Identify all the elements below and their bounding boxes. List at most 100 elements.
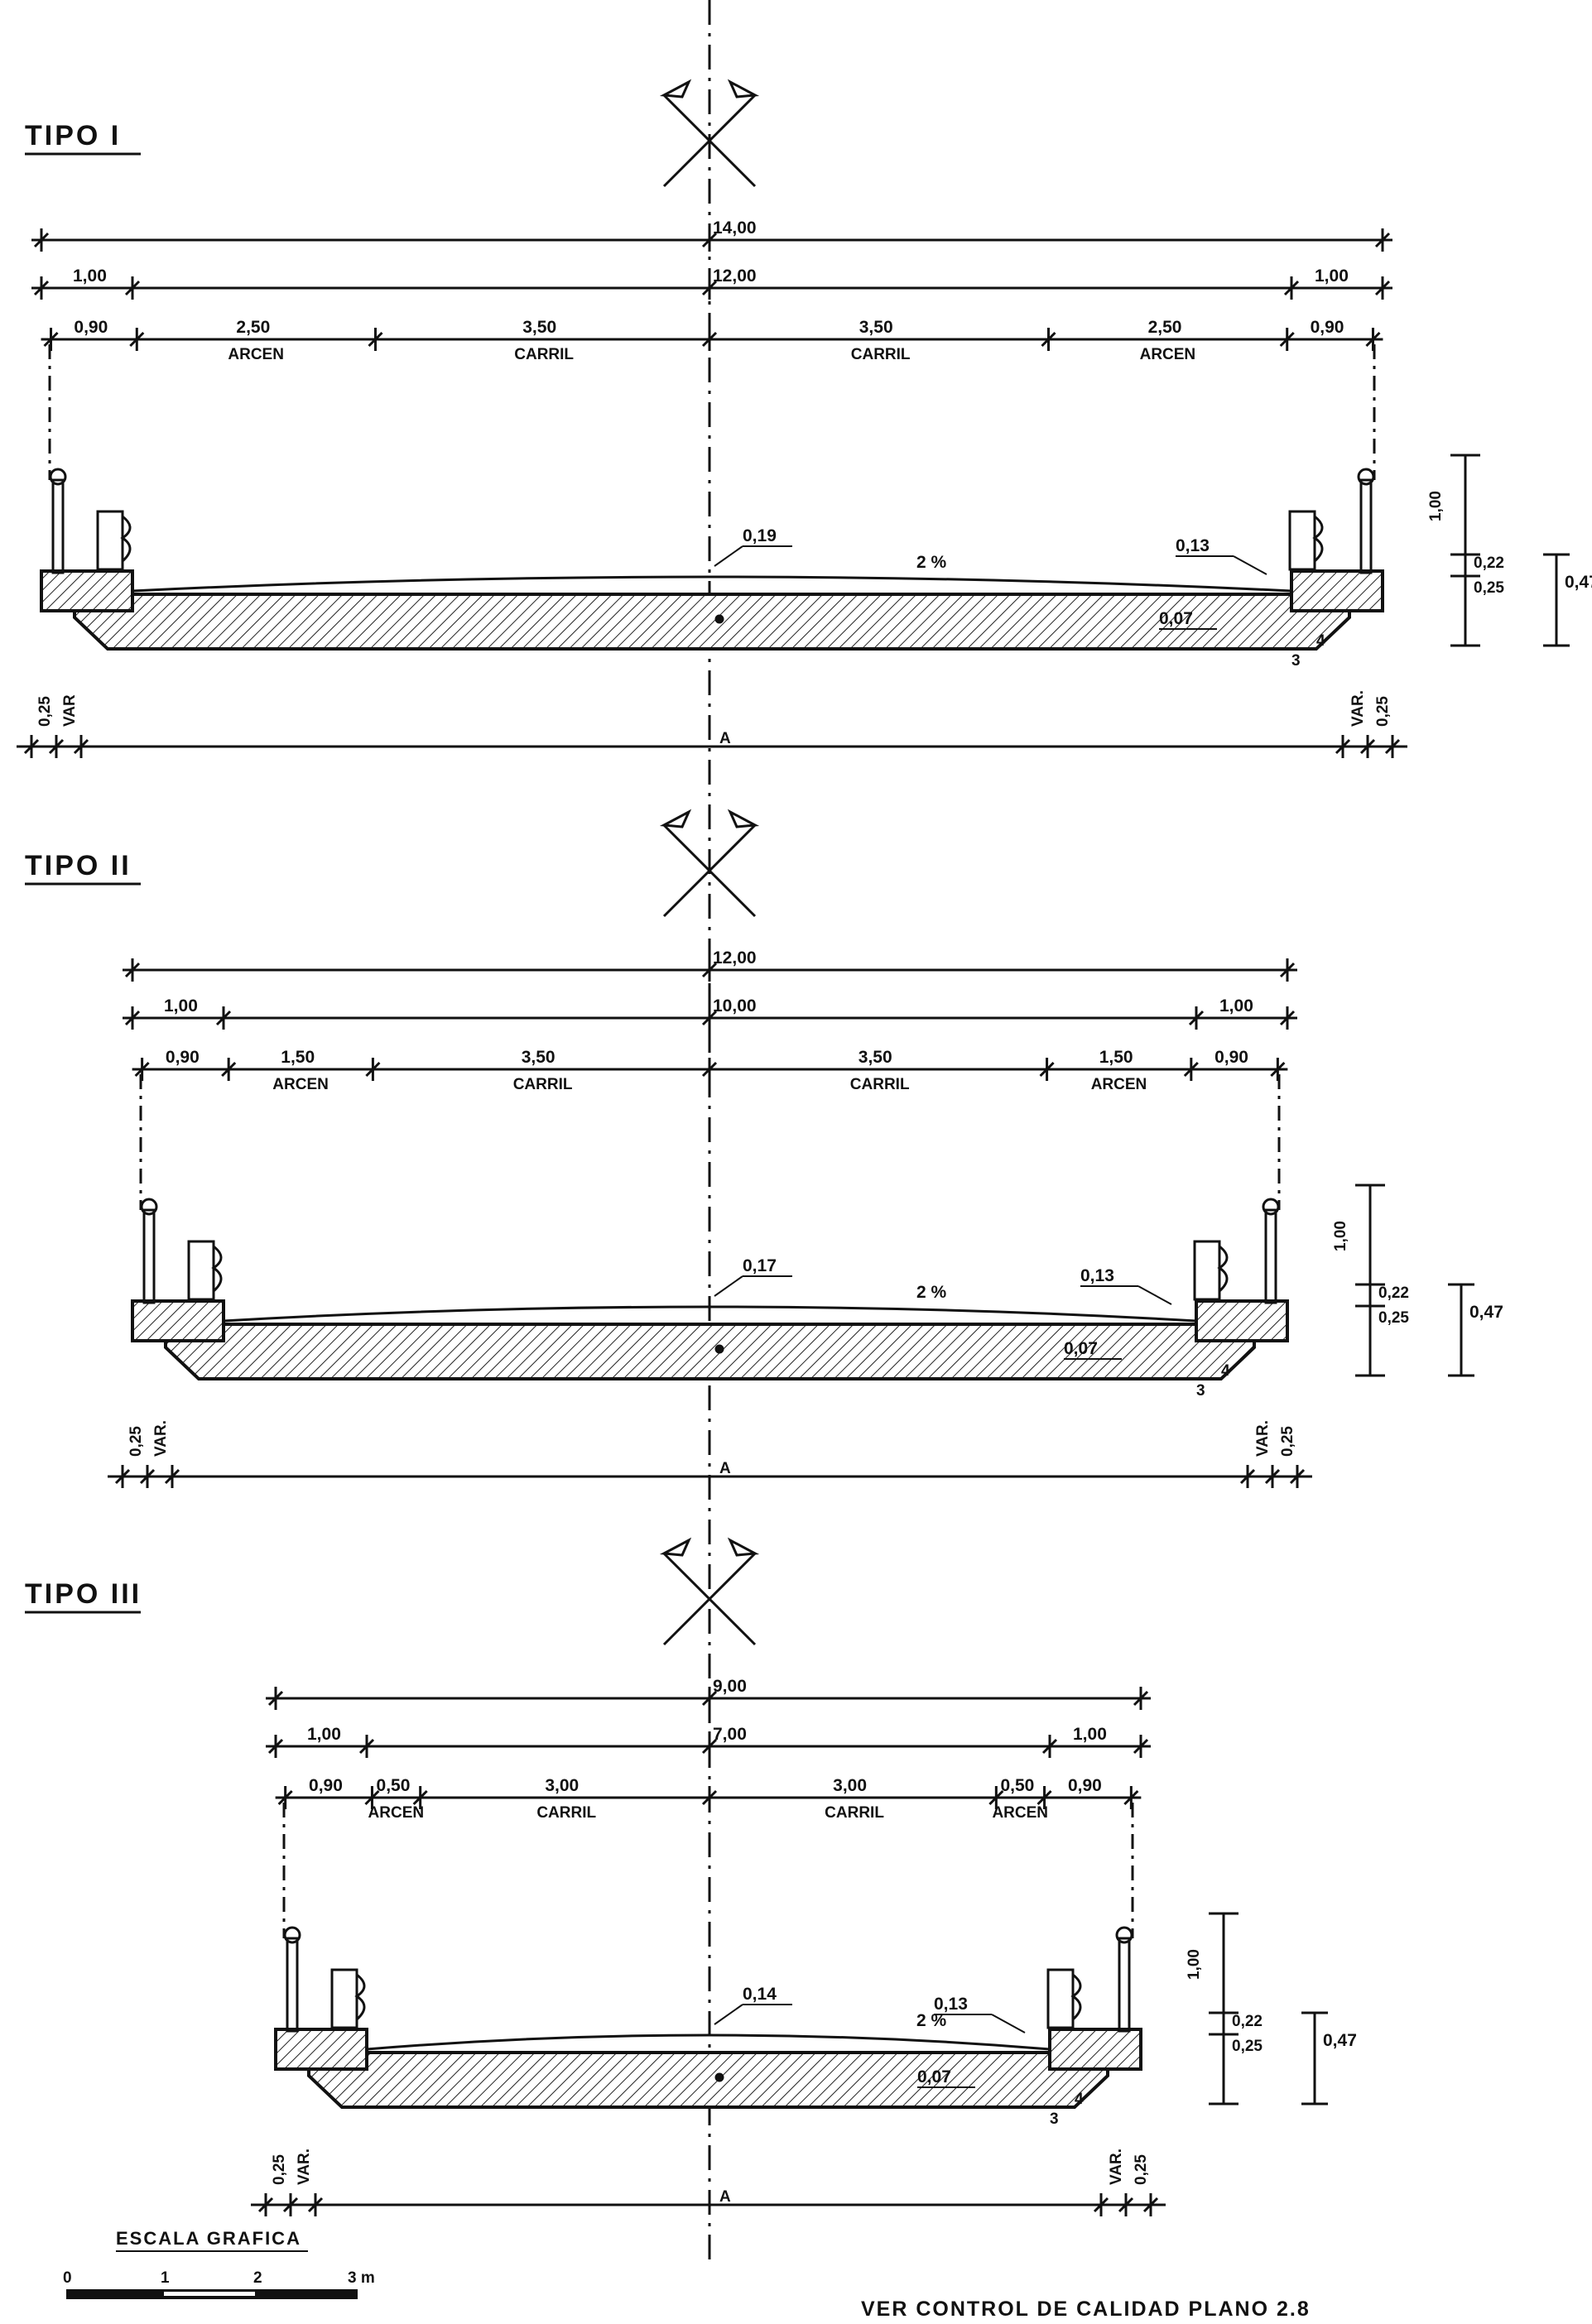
side-dim-right: 1,00 [1315,266,1349,286]
curb-left [40,569,134,612]
rail-height: 1,00 [1332,1221,1349,1251]
overall-dim-value: 9,00 [713,1677,747,1696]
bottom-right-1: VAR. [1349,690,1367,727]
curb-left [131,1299,225,1342]
slab-height: 0,25 [1378,1309,1409,1327]
side-dim-right: 1,00 [1219,996,1253,1016]
railing-right [1264,1208,1277,1304]
strip-dim-3: 3,00 [545,1776,579,1795]
curb-right [1290,569,1384,612]
strip-dim-2: 0,50 [377,1776,411,1795]
strip-dim-4: 3,00 [833,1776,867,1795]
strip-dim-1: 0,90 [166,1048,200,1067]
curb-right [1195,1299,1289,1342]
strip-dim-5: 2,50 [1148,318,1182,337]
slab-edge-thickness: 0,07 [1064,1339,1098,1358]
scale-tick-3: 3 m [348,2269,375,2287]
barrier-left [330,1968,358,2029]
side-dim-left: 1,00 [73,266,107,286]
barrier-left [187,1240,215,1301]
barrier-left [96,510,124,571]
strip-dim-3: 3,50 [522,318,556,337]
slab-height: 0,25 [1232,2038,1263,2055]
strip-dim-6: 0,90 [1068,1776,1102,1795]
inner-dim-value: 12,00 [713,266,757,286]
pavement-crown [132,575,1292,593]
bottom-right-2: 0,25 [1133,2154,1150,2185]
overall-dim-value: 12,00 [713,948,757,968]
strip-dim-4: 3,50 [859,1048,892,1067]
lane-label-1: ARCEN [368,1804,425,1822]
scale-tick-2: 2 [253,2269,262,2287]
strip-dim-2: 1,50 [281,1048,315,1067]
footer-note: VER CONTROL DE CALIDAD PLANO 2.8 [861,2298,1311,2321]
pavement-crown [223,1305,1197,1323]
bottom-left-1: 0,25 [271,2154,288,2185]
curb-left [274,2028,368,2071]
crown-thickness: 0,17 [743,1256,777,1275]
lane-label-1: ARCEN [272,1076,329,1093]
rail-height: 1,00 [1186,1949,1203,1980]
railing-right [1359,478,1373,574]
inner-dim-value: 7,00 [713,1725,747,1744]
strip-dim-2: 2,50 [236,318,270,337]
bottom-left-2: VAR. [296,2149,313,2185]
bottom-right-2: 0,25 [1374,696,1392,727]
strip-dim-5: 0,50 [1000,1776,1034,1795]
railing-left [286,1937,299,2033]
bottom-right-1: VAR. [1254,1420,1272,1457]
crown-thickness: 0,14 [743,1985,777,2004]
curb-right [1048,2028,1142,2071]
taper-b: 4 [1316,632,1325,650]
barrier-right [1046,1968,1075,2029]
scale-bar-gap [164,2292,255,2296]
total-height: 0,47 [1469,1303,1503,1322]
strip-dim-6: 0,90 [1214,1048,1248,1067]
bottom-left-2: VAR [61,694,79,727]
side-dim-right: 1,00 [1073,1725,1107,1744]
taper-b: 4 [1221,1362,1230,1380]
bottom-left-2: VAR. [152,1420,170,1457]
taper-b: 4 [1075,2091,1084,2108]
cross-slope: 2 % [916,2011,947,2030]
inner-dim-value: 10,00 [713,996,757,1016]
side-dim-left: 1,00 [164,996,198,1016]
strip-dim-1: 0,90 [309,1776,343,1795]
rail-height: 1,00 [1427,491,1445,521]
scale-tick-1: 1 [161,2269,170,2287]
total-height: 0,47 [1323,2031,1357,2050]
bottom-right-2: 0,25 [1279,1426,1296,1457]
bottom-center-label: A [719,1460,731,1477]
slab-edge-thickness: 0,07 [917,2067,951,2086]
lane-label-3: CARRIL [851,346,911,363]
strip-dim-6: 0,90 [1311,318,1344,337]
lane-label-3: CARRIL [825,1804,884,1822]
railing-right [1118,1937,1131,2033]
bottom-center-label: A [719,2188,731,2206]
strip-dim-4: 3,50 [859,318,893,337]
overall-dim-value: 14,00 [713,218,757,238]
slab-edge-thickness: 0,07 [1159,609,1193,628]
strip-dim-5: 1,50 [1099,1048,1133,1067]
lane-label-4: ARCEN [992,1804,1048,1822]
curb-height: 0,22 [1232,2013,1263,2030]
lane-label-4: ARCEN [1091,1076,1147,1093]
railing-left [51,478,65,574]
barrier-right [1193,1240,1221,1301]
lane-label-2: CARRIL [514,346,574,363]
strip-dim-1: 0,90 [74,318,108,337]
barrier-right [1288,510,1316,571]
slab-height: 0,25 [1474,579,1504,597]
bottom-left-1: 0,25 [127,1426,145,1457]
curb-height: 0,22 [1378,1284,1409,1302]
bottom-left-1: 0,25 [36,696,54,727]
side-dim-left: 1,00 [307,1725,341,1744]
curb-height: 0,22 [1474,555,1504,572]
edge-thickness: 0,13 [1080,1266,1114,1285]
crown-thickness: 0,19 [743,526,777,545]
scale-title: ESCALA GRAFICA [116,2228,301,2249]
